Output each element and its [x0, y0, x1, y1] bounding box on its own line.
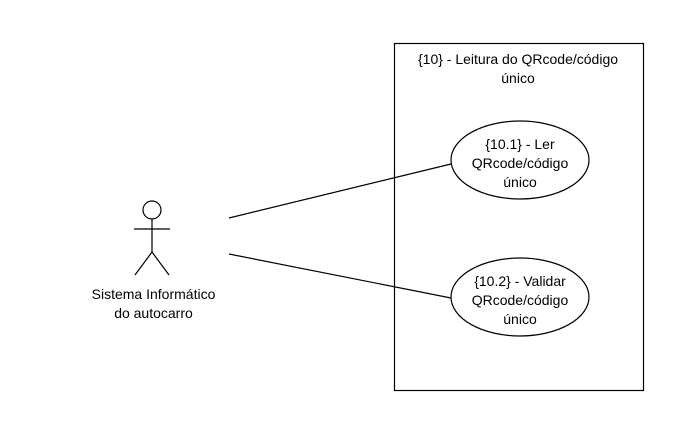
actor-figure [134, 200, 170, 276]
system-boundary [393, 42, 645, 392]
use-case-1-label: {10.1} - Ler QRcode/código único [471, 136, 569, 190]
actor-head [142, 200, 162, 220]
use-case-2-label: {10.2} - Validar QRcode/código único [471, 273, 569, 327]
use-case-1-ellipse [450, 120, 590, 200]
actor-left-leg [134, 251, 153, 276]
association-uc1 [228, 163, 452, 219]
association-uc2 [228, 253, 452, 299]
actor-label: Sistema Informático do autocarro [91, 286, 216, 321]
use-case-2-ellipse [450, 257, 590, 337]
actor-right-leg [151, 251, 170, 276]
system-boundary-title: {10} - Leitura do QRcode/código único [417, 51, 619, 86]
